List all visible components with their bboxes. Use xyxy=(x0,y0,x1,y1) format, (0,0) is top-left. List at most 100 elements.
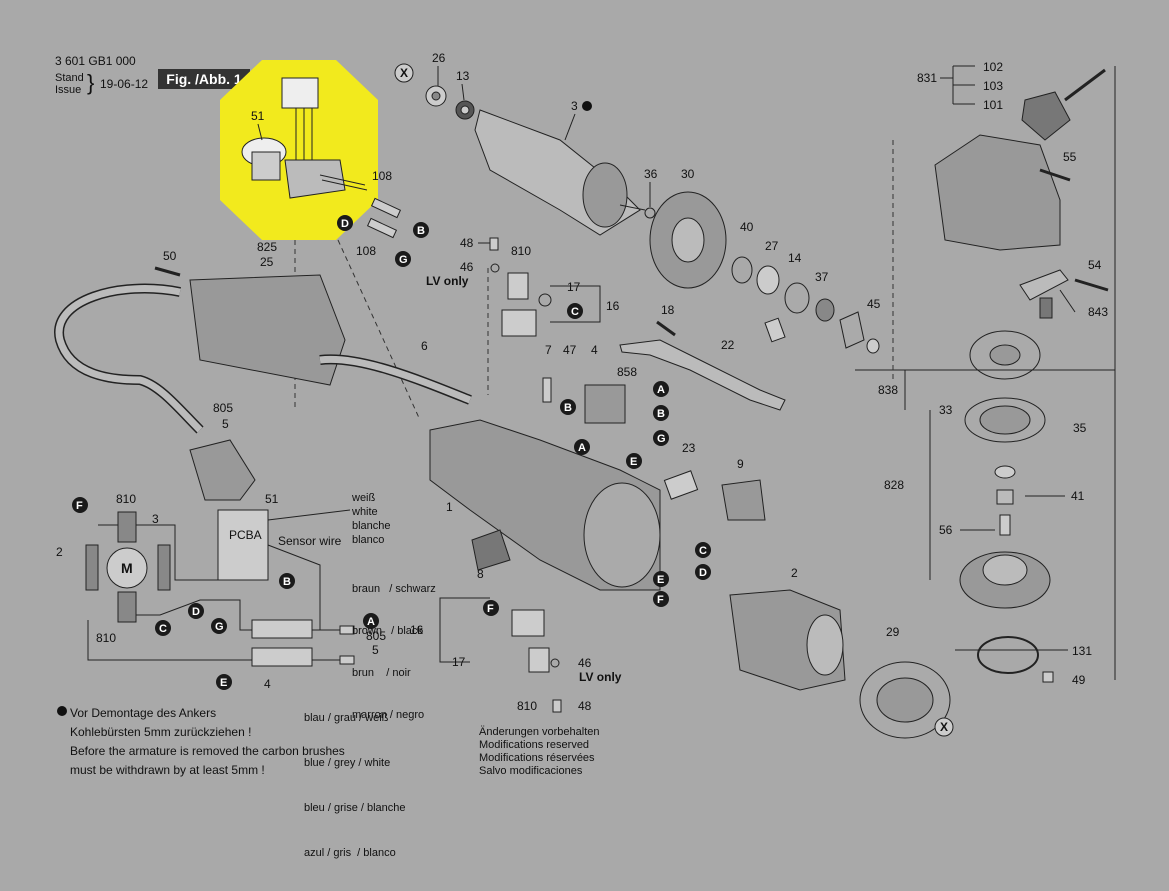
ring-icon xyxy=(756,265,780,295)
wiring-4: 4 xyxy=(264,677,271,691)
wire-color-line: white xyxy=(352,506,378,518)
label-103: 103 xyxy=(983,79,1003,93)
label-8: 8 xyxy=(477,567,484,581)
key-icon xyxy=(764,317,786,343)
label-49: 49 xyxy=(1072,673,1086,687)
label-2: 2 xyxy=(791,566,798,580)
brush-icon-810b xyxy=(528,647,550,673)
note-line-de2: Kohlebürsten 5mm zurückziehen ! xyxy=(70,725,252,739)
label-13: 13 xyxy=(456,69,470,83)
callout-a-2: A xyxy=(578,442,586,454)
mod-line: Modifications reserved xyxy=(479,739,590,751)
mod-line: Änderungen vorbehalten xyxy=(479,726,600,738)
callout-a-3: A xyxy=(367,616,375,628)
screw-icon-48b xyxy=(552,699,562,713)
label-35: 35 xyxy=(1073,421,1087,435)
label-46b: 46 xyxy=(578,656,592,670)
bush-icon-41 xyxy=(996,489,1014,505)
callout-b-4: B xyxy=(283,576,291,588)
housing-opening-icon xyxy=(583,482,661,588)
label-46a: 46 xyxy=(460,260,474,274)
wiring-5: 5 xyxy=(372,643,379,657)
label-30: 30 xyxy=(681,167,695,181)
screw-icon-50 xyxy=(154,266,181,277)
figure-label: Fig. /Abb. 1 xyxy=(158,69,250,89)
wire-color-line: blau / grau / weiß xyxy=(304,712,389,724)
bracket-16a xyxy=(550,285,601,323)
brush-holder-icon-b xyxy=(511,609,545,637)
leader-13 xyxy=(461,83,465,101)
callout-c-3: C xyxy=(159,623,167,635)
wiring-3: 3 xyxy=(152,512,159,526)
crown-gear-hub xyxy=(989,344,1021,366)
power-cable-inner xyxy=(55,285,203,433)
bearing-icon-35 xyxy=(994,465,1016,479)
stand-label: Stand xyxy=(55,72,84,84)
armature-note: Vor Demontage des Ankers Kohlebürsten 5m… xyxy=(70,704,345,780)
label-48b: 48 xyxy=(578,699,592,713)
cable-guard-icon xyxy=(189,274,346,386)
stator-bore-icon xyxy=(806,614,844,676)
label-48a: 48 xyxy=(460,236,474,250)
wiring-51: 51 xyxy=(265,492,279,506)
screw-icon-49 xyxy=(1042,671,1054,683)
brush-holder-icon xyxy=(501,309,537,337)
label-36: 36 xyxy=(644,167,658,181)
callout-x-top: X xyxy=(400,66,408,80)
spacer-icon xyxy=(866,338,880,354)
label-33: 33 xyxy=(939,403,953,417)
leader-51 xyxy=(257,123,263,141)
label-29: 29 xyxy=(886,625,900,639)
armature-icon xyxy=(425,85,646,236)
spindle-lock-pin-icon xyxy=(1064,68,1106,102)
wire-color-line: blanche xyxy=(352,520,391,532)
issue-date: 19-06-12 xyxy=(100,77,149,91)
bracket-16b xyxy=(439,597,490,663)
pinion-icon xyxy=(839,311,865,349)
label-26: 26 xyxy=(432,51,446,65)
cable-6-inner xyxy=(319,355,472,404)
lv-only-a: LV only xyxy=(426,274,469,288)
screw-icon-54 xyxy=(1074,278,1109,292)
screw-icon-48a xyxy=(489,237,499,251)
circlip-icon xyxy=(731,256,753,284)
label-47: 47 xyxy=(563,343,577,357)
label-101: 101 xyxy=(983,98,1003,112)
wire-color-line: weiß xyxy=(352,492,376,504)
lever-icon xyxy=(1019,269,1069,301)
label-plate-icon xyxy=(471,529,511,571)
label-6: 6 xyxy=(421,339,428,353)
wire-color-line: bleu / grise / blanche xyxy=(304,802,406,814)
callout-f-1: F xyxy=(657,594,664,606)
callout-a-1: A xyxy=(657,384,665,396)
washer-icon-46b xyxy=(550,658,560,668)
wire-color-line: azul / gris / blanco xyxy=(304,847,396,859)
wire-color-line: braun / schwarz xyxy=(352,583,436,595)
highlight-octagon xyxy=(220,60,378,240)
brush-icon-810a xyxy=(507,272,529,300)
plug-icon xyxy=(189,439,256,501)
callout-d-3: D xyxy=(192,606,200,618)
exploded-parts-diagram: 3 601 GB1 000 Stand Issue } 19-06-12 Fig… xyxy=(54,51,1116,859)
label-14: 14 xyxy=(788,251,802,265)
o-ring-icon xyxy=(977,636,1039,674)
brace-glyph: } xyxy=(87,70,95,95)
issue-label: Issue xyxy=(55,84,82,96)
switch-icon xyxy=(584,384,626,424)
label-16a: 16 xyxy=(606,299,620,313)
note-line-en2: must be withdrawn by at least 5mm ! xyxy=(70,763,265,777)
label-102: 102 xyxy=(983,60,1003,74)
wiring-805: 805 xyxy=(366,629,386,643)
label-810a: 810 xyxy=(511,244,531,258)
label-805: 805 xyxy=(213,401,233,415)
label-831: 831 xyxy=(917,71,937,85)
note-line-de: Vor Demontage des Ankers xyxy=(70,706,217,720)
washer-icon xyxy=(644,207,656,219)
label-54: 54 xyxy=(1088,258,1102,272)
guard-inner-icon xyxy=(876,677,934,723)
dash-guide-pcb-2 xyxy=(337,239,421,421)
label-23: 23 xyxy=(682,441,696,455)
label-810b: 810 xyxy=(517,699,537,713)
connector-pins-icon xyxy=(366,197,402,239)
wiring-motor-m: M xyxy=(121,560,133,576)
